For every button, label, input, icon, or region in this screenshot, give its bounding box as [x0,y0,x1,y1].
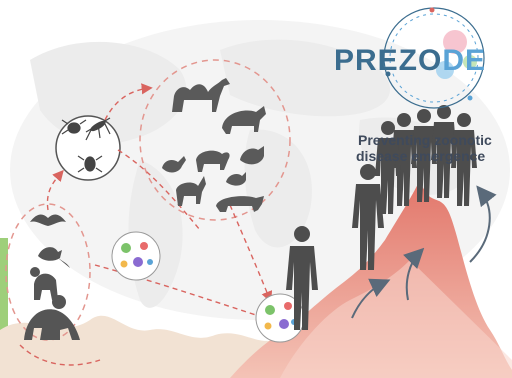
spread-arrows [351,185,497,319]
tagline-line-1: Preventing zoonotic [358,132,492,148]
logo-text-dark: PREZO [334,44,443,77]
cow-icon [222,106,266,134]
tagline-line-2: disease emergence [356,148,486,164]
chicken-icon [240,146,264,172]
duck-icon [162,156,186,173]
human-silhouette [375,121,401,214]
mosquito-icon [85,117,111,141]
monkey-icon [30,267,58,300]
human-silhouette [431,105,457,198]
tick-icon [61,119,87,135]
camel-icon [172,78,230,112]
prezode-logo-icon [383,7,485,109]
pig-icon [216,196,264,212]
sheep-icon [196,150,230,172]
human-silhouette [352,164,384,270]
goat-icon [176,176,206,206]
human-silhouette [286,226,318,330]
human-silhouette [451,113,477,206]
virus-cells-icon [111,231,161,281]
domestic-animals-circle [139,59,291,221]
gorilla-icon [24,295,80,340]
prezode-logo: PREZODE [334,44,486,78]
transmission-arrows [19,83,273,366]
logo-text-light: DE [442,44,487,77]
left-edge-strip [0,238,8,358]
human-silhouette [411,109,437,202]
bat-icon [30,214,66,226]
beetle-icon [77,155,103,173]
rat-icon [38,247,70,268]
hen-icon [226,172,246,186]
wildlife-reservoir-circle [5,203,91,341]
